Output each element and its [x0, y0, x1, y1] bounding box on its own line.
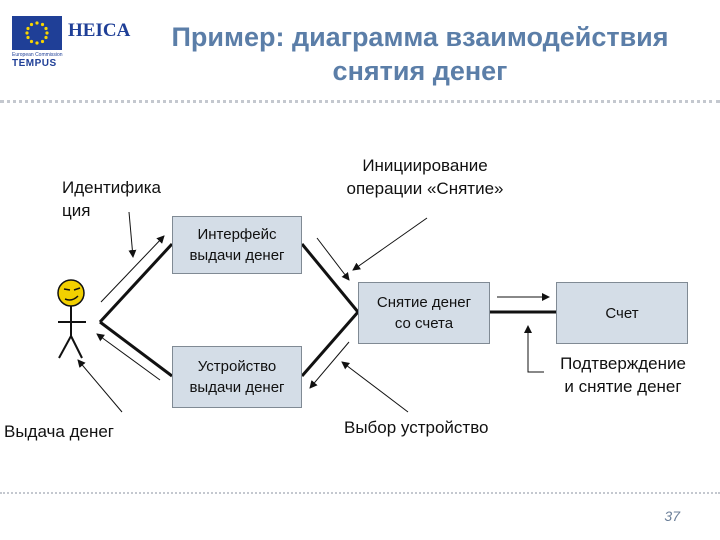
- device-box-line-2: выдачи денег: [189, 379, 285, 396]
- confirm-line-2: и снятие денег: [564, 377, 682, 396]
- interface-withdraw-link: [300, 243, 360, 313]
- withdraw-box-line-2: со счета: [394, 315, 454, 332]
- interface-box: Интерфейс выдачи денег: [172, 216, 302, 274]
- identification-line-2: ция: [62, 201, 91, 220]
- account-box-label: Счет: [605, 304, 639, 322]
- logo-name: HEICA: [68, 20, 131, 41]
- heica-tempus-logo: HEICA European Commission TEMPUS: [8, 12, 130, 69]
- interface-box-line-2: выдачи денег: [189, 247, 285, 264]
- arrow-identification: [128, 211, 137, 258]
- issue-label: Выдача денег: [4, 422, 115, 441]
- arrow-initiation: [352, 217, 428, 271]
- logo-caption: European Commission: [12, 52, 63, 58]
- identification-line-1: Идентифика: [62, 178, 162, 197]
- header-divider: [0, 100, 720, 103]
- arrow-select-device: [341, 361, 409, 413]
- footer-divider: [0, 492, 720, 494]
- device-box-line-1: Устройство: [197, 358, 277, 375]
- eu-flag-icon: [12, 16, 62, 50]
- page-number: 37: [664, 508, 680, 524]
- interface-box-line-1: Интерфейс: [197, 226, 277, 243]
- actor-device-link: [99, 320, 173, 378]
- withdraw-box: Снятие денег со счета: [358, 282, 490, 344]
- title-line-1: Пример: диаграмма взаимодействия: [171, 22, 669, 52]
- select-device-label: Выбор устройство: [344, 418, 489, 437]
- title-line-2: снятия денег: [332, 56, 508, 86]
- device-box: Устройство выдачи денег: [172, 346, 302, 408]
- arrow-confirm: [524, 325, 544, 373]
- initiation-label: Инициирование операции «Снятие»: [320, 154, 530, 200]
- slide-title: Пример: диаграмма взаимодействия снятия …: [130, 20, 710, 88]
- device-withdraw-link: [300, 311, 360, 377]
- arrow-device-to-actor: [96, 333, 161, 381]
- initiation-line-2: операции «Снятие»: [346, 179, 504, 198]
- actor-interface-link: [98, 242, 174, 324]
- arrow-issue: [77, 359, 123, 413]
- logo-program: TEMPUS: [12, 58, 57, 69]
- account-box: Счет: [556, 282, 688, 344]
- arrow-actor-to-interface: [100, 235, 165, 303]
- arrow-interface-to-withdraw: [316, 237, 350, 281]
- confirm-label: Подтверждение и снятие денег: [540, 352, 706, 398]
- withdraw-box-line-1: Снятие денег: [376, 294, 472, 311]
- arrow-withdraw-to-device: [309, 341, 350, 389]
- actor-icon: [57, 279, 86, 359]
- identification-label: Идентифика ция: [62, 176, 192, 222]
- initiation-line-1: Инициирование: [362, 156, 488, 175]
- confirm-line-1: Подтверждение: [560, 354, 686, 373]
